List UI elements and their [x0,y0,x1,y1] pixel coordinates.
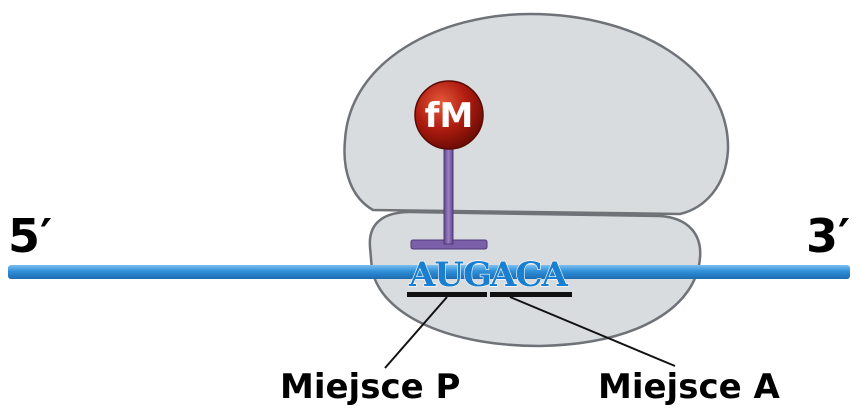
trna-stem [443,139,454,245]
p-site-label: Miejsce P [280,367,460,407]
codon-p-site: AUG [408,255,491,295]
a-site-leader-line [509,296,676,367]
p-site-underline [407,292,487,297]
codon-a-site: ACA [489,255,568,295]
three-prime-label: 3′ [806,209,850,263]
mrna-strand [8,265,850,279]
formylmethionine-ball [414,80,484,150]
a-site-label: Miejsce A [598,367,780,407]
p-site-leader-line [384,296,448,369]
a-site-underline [490,292,572,297]
amino-acid-label: fM [425,96,474,136]
ribosome-large-subunit [343,12,730,216]
five-prime-label: 5′ [8,209,52,263]
